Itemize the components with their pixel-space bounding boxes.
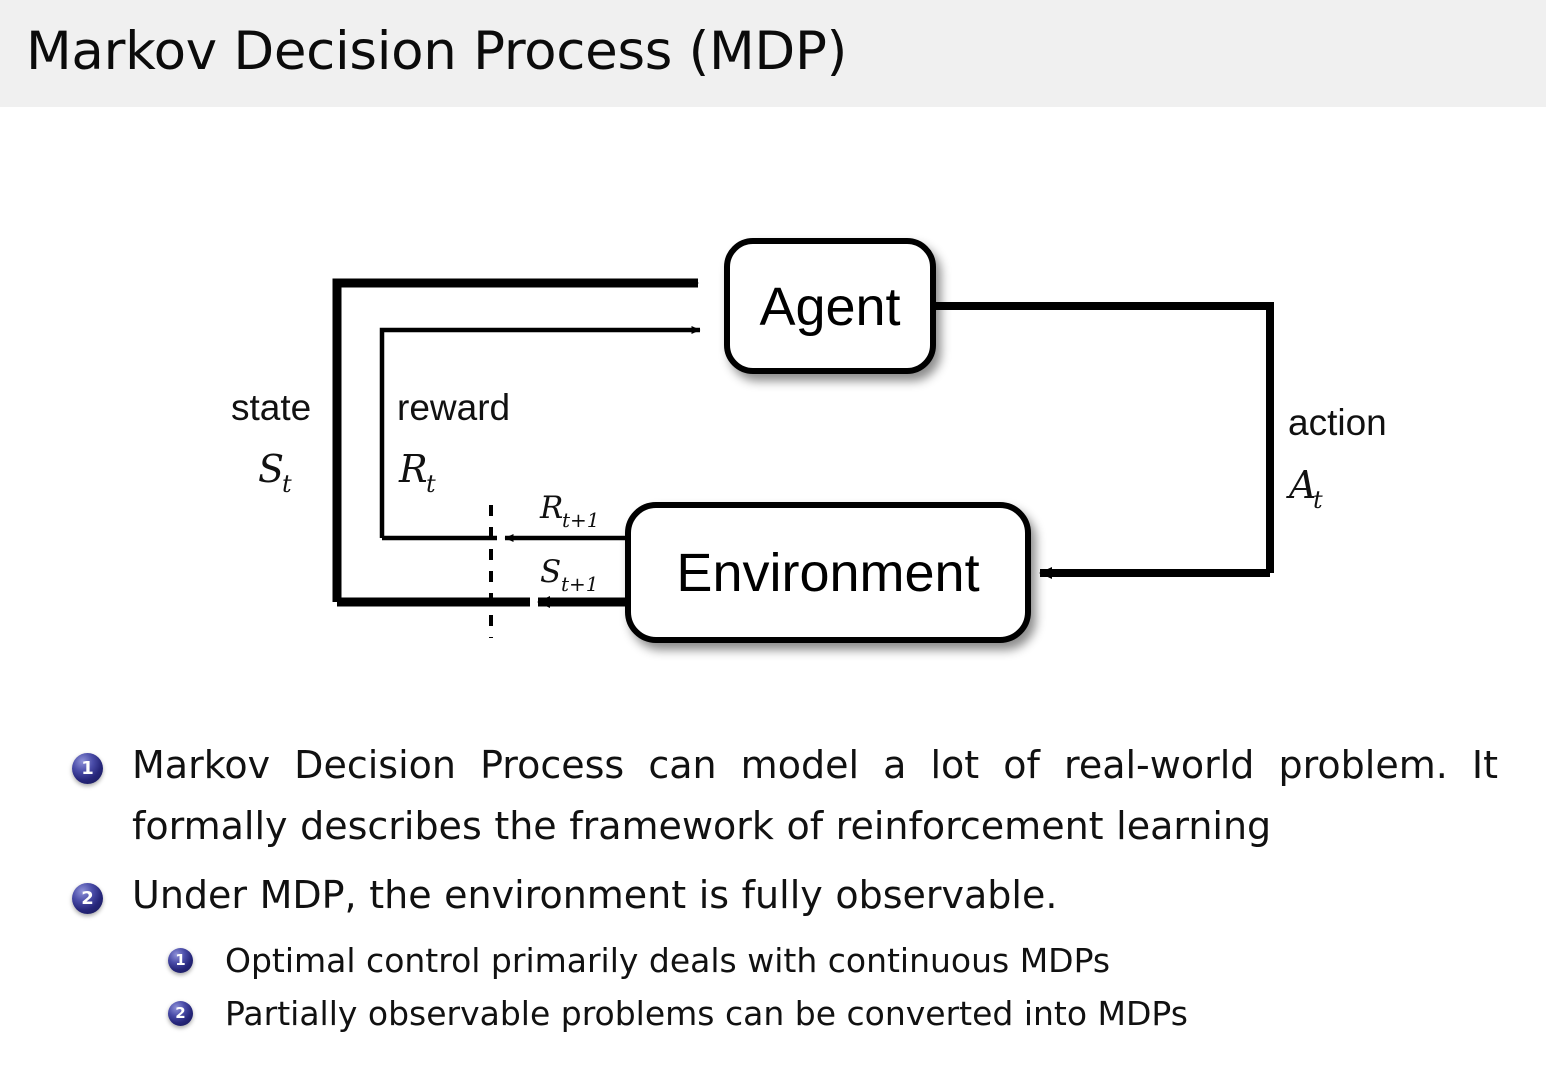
sub-bullet-text: Partially observable problems can be con… <box>225 994 1188 1033</box>
list-item: 1 Markov Decision Process can model a lo… <box>0 735 1546 857</box>
reward-label-symbol-subscript: t <box>426 470 436 498</box>
agent-box: Agent <box>724 238 936 374</box>
reward-next-subscript: t+1 <box>562 508 600 532</box>
sub-bullet-marker-2: 2 <box>168 1001 193 1026</box>
bullet-text: Markov Decision Process can model a lot … <box>132 743 1498 848</box>
action-label-symbol-subscript: t <box>1313 486 1323 514</box>
bullet-marker-1: 1 <box>72 753 103 784</box>
state-next-subscript: t+1 <box>561 572 599 596</box>
reward-label-word: reward <box>397 387 510 428</box>
state-label-symbol-subscript: t <box>282 470 292 498</box>
agent-box-label: Agent <box>759 277 900 337</box>
mdp-agent-environment-diagram: Agent Environment state S t reward R t a… <box>0 110 1546 700</box>
action-label-symbol: A <box>1286 463 1316 507</box>
state-next-symbol: S <box>540 554 561 590</box>
state-next-label: S t+1 <box>540 554 599 596</box>
bullet-text: Under MDP, the environment is fully obse… <box>132 873 1058 917</box>
list-item: 2 Under MDP, the environment is fully ob… <box>0 865 1546 926</box>
list-item: 2 Partially observable problems can be c… <box>0 987 1546 1040</box>
bullet-list: 1 Markov Decision Process can model a lo… <box>0 735 1546 1040</box>
reward-feedback-path <box>379 326 701 541</box>
sub-bullet-text: Optimal control primarily deals with con… <box>225 941 1111 980</box>
action-label-word: action <box>1288 402 1387 443</box>
page-title: Markov Decision Process (MDP) <box>26 21 847 82</box>
reward-label-symbol: R <box>398 447 428 491</box>
state-feedback-path <box>332 278 699 607</box>
sub-bullet-marker-1: 1 <box>168 948 193 973</box>
environment-box: Environment <box>625 502 1031 643</box>
state-label-symbol: S <box>258 447 284 491</box>
state-label: state S t <box>231 387 311 498</box>
slide-header-bar <box>0 0 1546 107</box>
list-item: 1 Optimal control primarily deals with c… <box>0 934 1546 987</box>
environment-box-label: Environment <box>676 543 979 603</box>
reward-label: reward R t <box>397 387 510 498</box>
bullet-marker-2: 2 <box>72 883 103 914</box>
action-label: action A t <box>1286 402 1387 514</box>
state-label-word: state <box>231 387 311 428</box>
reward-next-symbol: R <box>539 490 563 526</box>
reward-next-label: R t+1 <box>539 490 600 532</box>
action-path <box>935 302 1274 579</box>
